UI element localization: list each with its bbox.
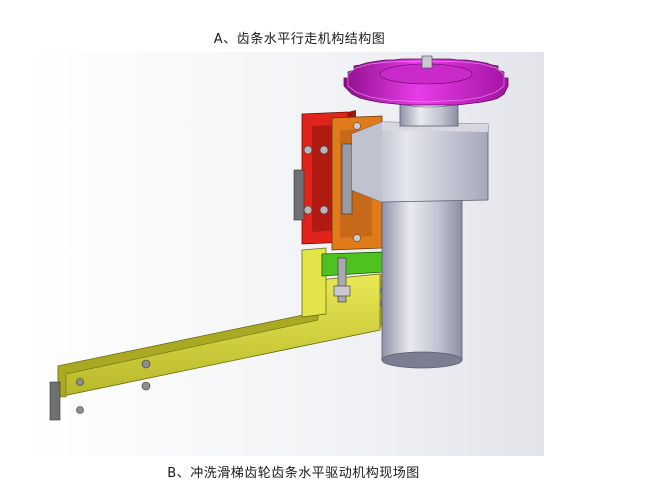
magenta-gear bbox=[343, 55, 509, 106]
render-background bbox=[26, 52, 544, 456]
caption-bottom: B、冲洗滑梯齿轮齿条水平驱动机构现场图 bbox=[167, 466, 420, 481]
yellow-arm bbox=[49, 247, 386, 421]
gray-column bbox=[381, 171, 463, 369]
cad-render bbox=[26, 52, 544, 456]
caption-top: A、齿条水平行走机构结构图 bbox=[213, 32, 386, 47]
hex-housing bbox=[351, 121, 489, 203]
cad-figure bbox=[26, 52, 544, 456]
